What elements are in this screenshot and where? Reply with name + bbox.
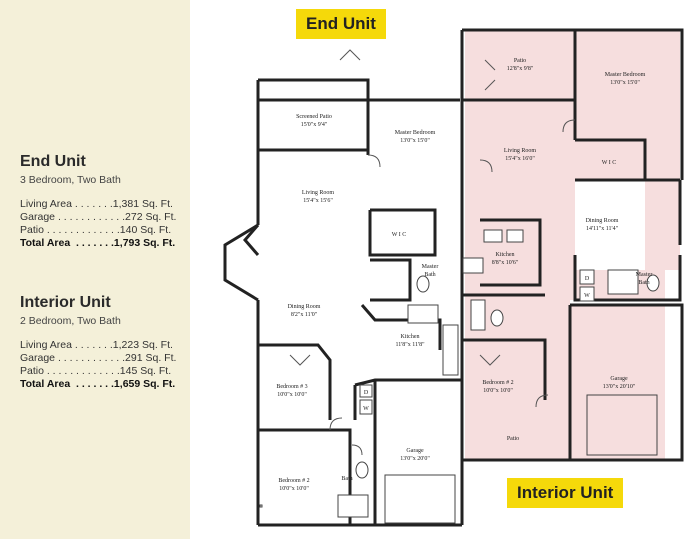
interior-unit-living-area: Living Area . . . . . . .1,223 Sq. Ft. <box>20 339 173 351</box>
interior-unit-summary: Interior Unit 2 Bedroom, Two Bath Living… <box>20 294 176 391</box>
end-master-bedroom-label: Master Bedroom <box>395 130 436 136</box>
int-dining-room-dim: 14'11"x 11'4" <box>586 226 619 232</box>
end-garage-dim: 13'0"x 20'0" <box>400 456 430 462</box>
int-washer-label: W <box>584 293 590 299</box>
int-kitchen-dim: 8'8"x 10'6" <box>492 260 519 266</box>
int-master-bath-label2: Bath <box>638 280 649 286</box>
end-living-room-dim: 15'4"x 15'6" <box>303 198 333 204</box>
end-bedroom2-dim: 10'0"x 10'0" <box>279 486 309 492</box>
interior-unit-title: Interior Unit <box>20 294 111 311</box>
interior-unit-area <box>465 30 680 460</box>
end-unit-title: End Unit <box>20 153 86 170</box>
int-dryer-label: D <box>585 276 590 282</box>
interior-unit-subtitle: 2 Bedroom, Two Bath <box>20 315 121 327</box>
end-master-bedroom-dim: 13'0"x 15'0" <box>400 138 430 144</box>
end-dining-room-label: Dining Room <box>288 304 321 310</box>
end-unit-subtitle: 3 Bedroom, Two Bath <box>20 174 121 186</box>
end-unit-garage-area: Garage . . . . . . . . . . . .272 Sq. Ft… <box>20 211 177 223</box>
int-master-bedroom-label: Master Bedroom <box>605 72 646 78</box>
interior-unit-banner: Interior Unit <box>507 478 624 508</box>
end-screened-patio-dim: 15'0"x 9'4" <box>301 122 328 128</box>
fixtures <box>259 229 660 524</box>
end-master-bath-label: Master <box>422 264 439 270</box>
end-bedroom2-label: Bedroom # 2 <box>278 478 309 484</box>
end-screened-patio-label: Screened Patio <box>296 114 332 120</box>
interior-unit-total-area: Total Area . . . . . . .1,659 Sq. Ft. <box>20 378 176 390</box>
end-bath-label: Bath <box>341 476 352 482</box>
int-front-patio-label: Patio <box>507 436 519 442</box>
end-dining-room-dim: 8'2"x 11'0" <box>291 312 318 318</box>
int-bedroom2-dim: 10'0"x 10'0" <box>483 388 513 394</box>
int-kitchen-label: Kitchen <box>496 252 515 258</box>
end-unit-summary: End Unit 3 Bedroom, Two Bath Living Area… <box>20 153 176 250</box>
end-kitchen-label: Kitchen <box>401 334 420 340</box>
end-bedroom3-label: Bedroom # 3 <box>276 384 307 390</box>
end-master-bath-label2: Bath <box>424 272 435 278</box>
interior-unit-patio-area: Patio . . . . . . . . . . . . .145 Sq. F… <box>20 365 172 377</box>
end-garage-label: Garage <box>406 448 424 454</box>
int-living-room-dim: 15'4"x 16'0" <box>505 156 535 162</box>
interior-unit-room-labels: Patio 12'8"x 9'8" Master Bedroom 13'0"x … <box>482 58 652 442</box>
end-unit-patio-area: Patio . . . . . . . . . . . . .140 Sq. F… <box>20 224 172 236</box>
interior-unit-garage-area: Garage . . . . . . . . . . . .291 Sq. Ft… <box>20 352 177 364</box>
end-dryer-label: D <box>364 390 369 396</box>
end-unit-room-labels: Screened Patio 15'0"x 9'4" Master Bedroo… <box>276 114 438 492</box>
end-bedroom3-dim: 10'0"x 10'0" <box>277 392 307 398</box>
int-wic-label: W I C <box>602 160 617 166</box>
end-wic-label: W I C <box>392 232 407 238</box>
end-unit-walls <box>223 30 464 527</box>
end-washer-label: W <box>363 406 369 412</box>
int-master-bedroom-dim: 13'0"x 15'0" <box>610 80 640 86</box>
interior-unit-walls <box>462 28 684 462</box>
int-patio-dim: 12'8"x 9'8" <box>507 66 534 72</box>
unit-summary-sidebar: End Unit 3 Bedroom, Two Bath Living Area… <box>0 0 190 539</box>
end-unit-total-area: Total Area . . . . . . .1,793 Sq. Ft. <box>20 237 176 249</box>
int-patio-label: Patio <box>514 58 526 64</box>
end-unit-living-area: Living Area . . . . . . .1,381 Sq. Ft. <box>20 198 173 210</box>
end-living-room-label: Living Room <box>302 190 335 196</box>
end-kitchen-dim: 11'8"x 11'8" <box>395 342 425 348</box>
end-unit-banner: End Unit <box>296 9 386 39</box>
int-bedroom2-label: Bedroom # 2 <box>482 380 513 386</box>
int-dining-room-label: Dining Room <box>586 218 619 224</box>
int-living-room-label: Living Room <box>504 148 537 154</box>
door-swings <box>289 49 576 456</box>
int-garage-dim: 13'0"x 20'10" <box>603 384 636 390</box>
int-garage-label: Garage <box>610 376 628 382</box>
floor-plan: Screened Patio 15'0"x 9'4" Master Bedroo… <box>223 28 684 527</box>
int-master-bath-label: Master <box>636 272 653 278</box>
